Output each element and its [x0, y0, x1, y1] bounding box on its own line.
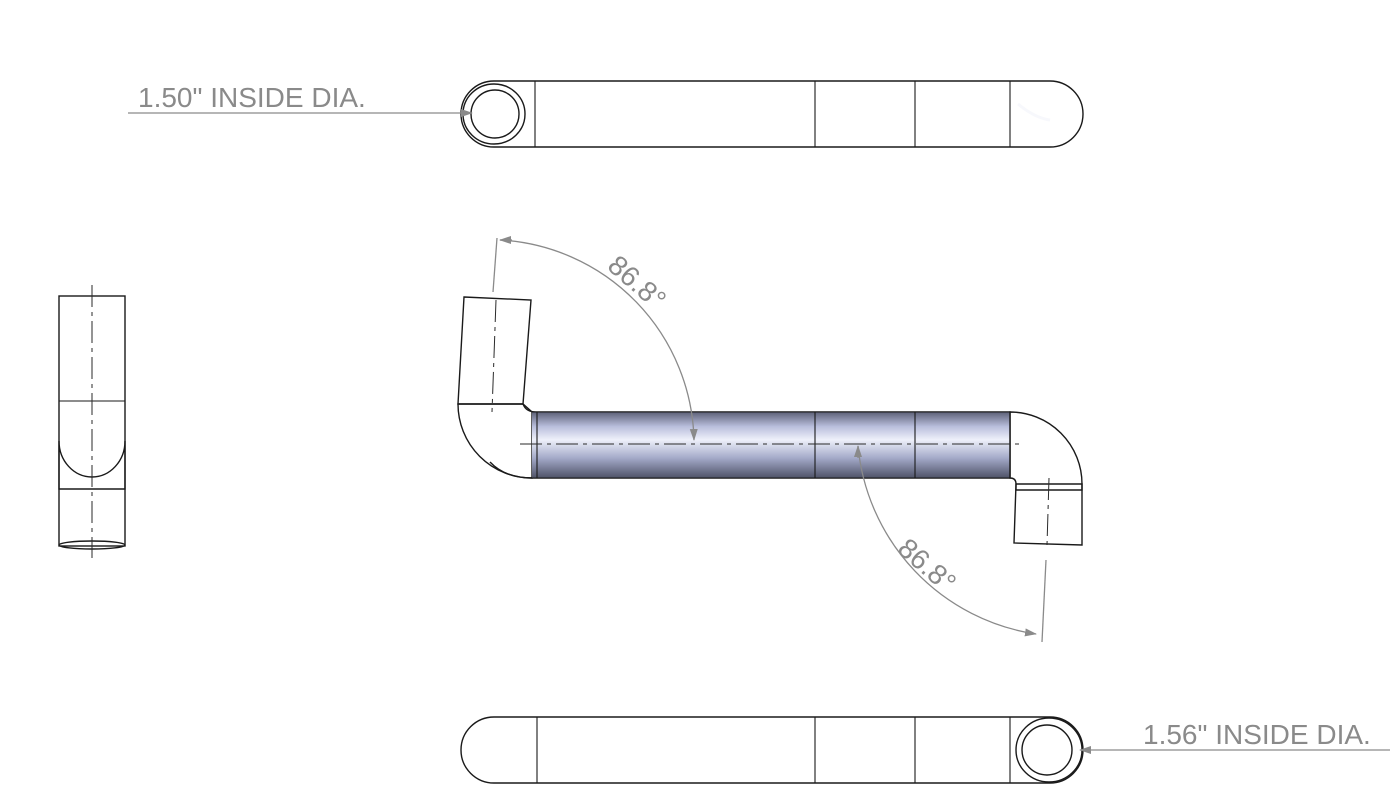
top-inside-dia-label: 1.50" INSIDE DIA. [138, 82, 366, 113]
bottom-inside-dia-label: 1.56" INSIDE DIA. [1143, 719, 1371, 750]
top-view-tube [460, 80, 1084, 148]
upper-angle-dimension: 86.8° [492, 236, 698, 441]
lower-angle-label: 86.8° [892, 532, 962, 599]
bottom-inside-dia-callout: 1.56" INSIDE DIA. [1079, 719, 1390, 754]
side-view-tube [58, 285, 126, 558]
bottom-view-tube [460, 716, 1084, 784]
top-end-opening [462, 83, 526, 145]
front-view-bent-tube [457, 296, 1083, 546]
upper-angle-label: 86.8° [602, 249, 672, 316]
side-view-bend-dome [58, 440, 126, 490]
top-inside-dia-callout: 1.50" INSIDE DIA. [128, 82, 473, 117]
